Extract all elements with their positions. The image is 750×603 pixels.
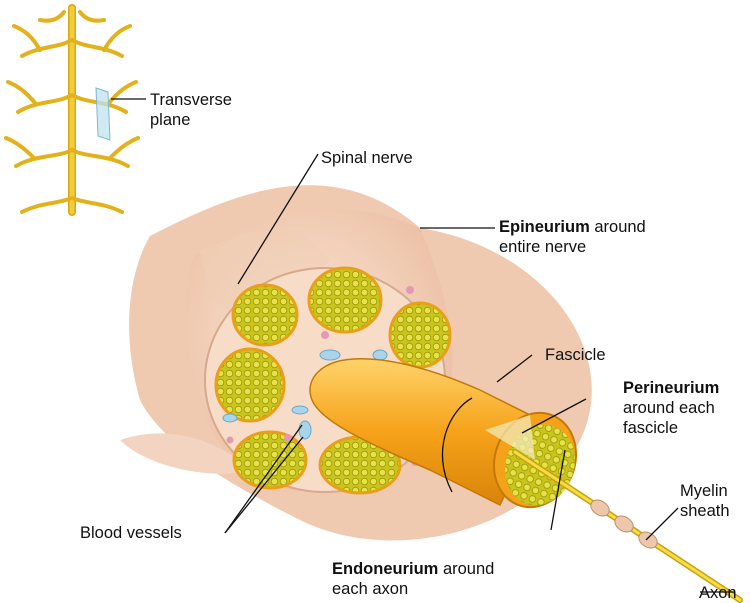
label-spinal-nerve: Spinal nerve [321,148,413,168]
label-myelin-sheath: Myelin sheath [680,481,730,521]
label-perineurium: Perineurium around each fascicle [623,378,719,438]
axon-with-myelin [515,452,740,600]
label-blood-vessels: Blood vessels [80,523,182,543]
spinal-cord-illustration [6,8,138,212]
label-transverse-plane: Transverse plane [150,90,232,130]
label-fascicle: Fascicle [545,345,606,365]
label-epineurium: Epineurium around entire nerve [499,217,646,257]
label-endoneurium: Endoneurium around each axon [332,559,494,599]
label-axon: Axon [699,583,737,603]
